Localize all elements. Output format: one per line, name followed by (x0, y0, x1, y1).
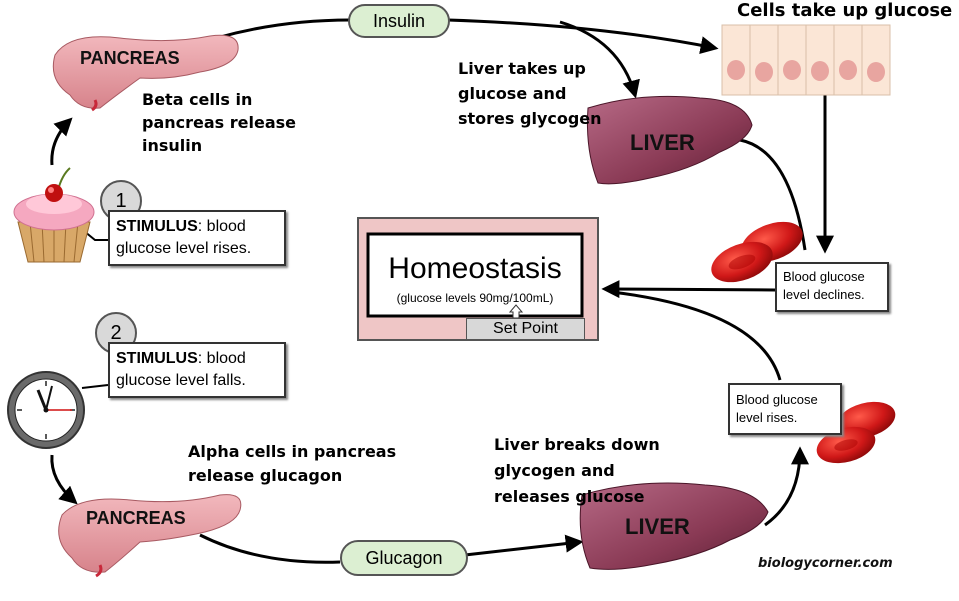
set-point-arrow (508, 304, 524, 319)
liver-breaks-label: Liver breaks down glycogen and releases … (494, 435, 660, 506)
stimulus-2-box: STIMULUS: blood glucose level falls. (108, 342, 286, 398)
arrow-insulin-to-cells (447, 18, 719, 55)
liver-top-icon (586, 95, 753, 185)
arrow-declines-to-homeostasis (601, 280, 776, 299)
stimulus-2-text: : blood glucose level falls. (116, 350, 246, 389)
alpha-cells-label: Alpha cells in pancreas release glucagon (188, 442, 397, 485)
stimulus-1-box: STIMULUS: blood glucose level rises. (108, 210, 286, 266)
arrow-liver-to-rises (764, 446, 809, 527)
arrow-pancreas-to-glucagon (199, 533, 341, 564)
arrow-glucagon-to-liver (464, 534, 584, 557)
cupcake-icon (13, 167, 95, 263)
connector-stimulus-2 (81, 384, 109, 389)
liver-bottom-icon (579, 482, 769, 570)
liver-bottom-label: LIVER (625, 514, 690, 539)
liver-top-label: LIVER (630, 130, 695, 155)
pancreas-bottom-label: PANCREAS (86, 508, 186, 528)
arrow-rises-to-homeostasis (611, 290, 782, 381)
homeostasis-title: Homeostasis (388, 252, 562, 285)
arrow-liver-to-declines (739, 138, 807, 251)
homeostasis-subtitle: (glucose levels 90mg/100mL) (396, 291, 554, 305)
glucagon-pill: Glucagon (340, 540, 468, 576)
stimulus-1-text: : blood glucose level rises. (116, 218, 252, 257)
cells-take-up-label: Cells take up glucose (737, 0, 953, 21)
beta-cells-label: Beta cells in pancreas release insulin (142, 90, 297, 155)
arrow-clock-to-pancreas (50, 454, 78, 505)
set-point-label: Set Point (466, 318, 585, 340)
arrow-cupcake-to-pancreas (50, 117, 73, 166)
arrow-insulin-to-liver (559, 20, 640, 99)
stimulus-1-prefix: STIMULUS (116, 218, 198, 235)
stimulus-2-prefix: STIMULUS (116, 350, 198, 367)
pancreas-top-label: PANCREAS (80, 48, 180, 68)
clock-icon (7, 371, 85, 449)
rises-box: Blood glucose level rises. (728, 383, 842, 435)
pancreas-bottom-icon (58, 494, 242, 578)
blood-cells-top-icon (711, 221, 803, 283)
insulin-pill: Insulin (348, 4, 450, 38)
liver-stores-label: Liver takes up glucose and stores glycog… (458, 59, 602, 128)
credit-label: biologycorner.com (758, 556, 893, 571)
cells-icon (721, 24, 891, 96)
declines-box: Blood glucose level declines. (775, 262, 889, 312)
blood-cells-bottom-icon (816, 401, 896, 464)
pancreas-top-icon (52, 34, 239, 112)
